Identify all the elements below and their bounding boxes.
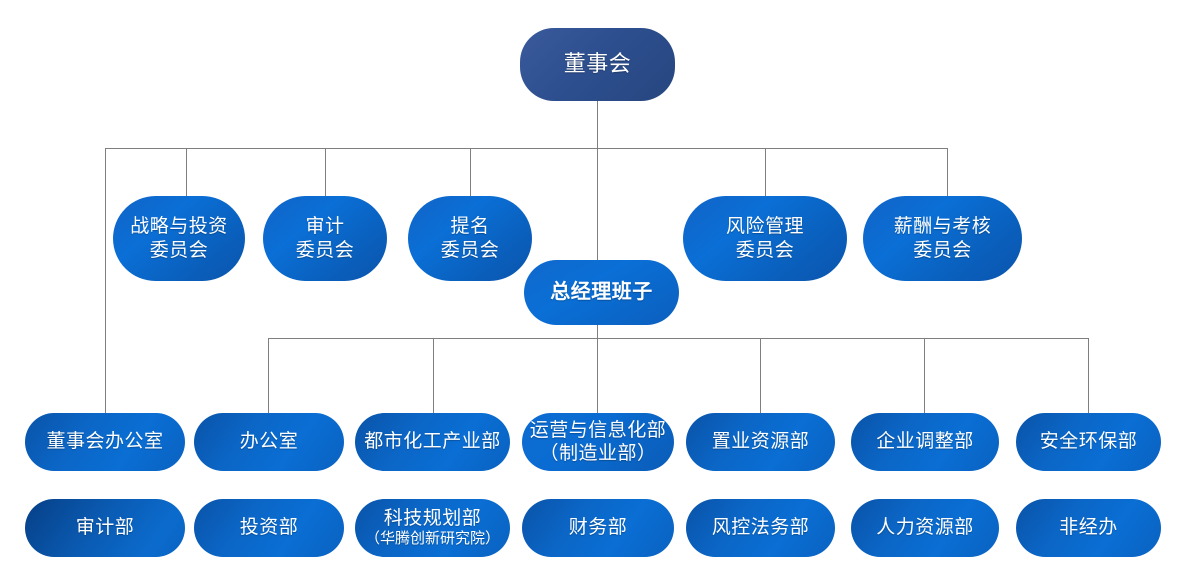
node-risk-management-committee[interactable]: 风险管理 委员会: [683, 196, 847, 281]
node-board-of-directors[interactable]: 董事会: [520, 28, 675, 101]
node-label-line1: 财务部: [568, 517, 628, 539]
node-label-line2: 委员会: [913, 239, 972, 261]
connector-bus-to-board-office: [105, 148, 106, 413]
node-operations-informatization-dept[interactable]: 运营与信息化部 （制造业部）: [522, 413, 674, 471]
connector-board-to-bus: [597, 100, 598, 148]
node-investment-dept[interactable]: 投资部: [194, 499, 344, 557]
node-board-office[interactable]: 董事会办公室: [25, 413, 185, 471]
node-risk-control-legal-dept[interactable]: 风控法务部: [686, 499, 835, 557]
node-label-line1: 置业资源部: [711, 431, 810, 453]
node-label-line1: 审计: [305, 216, 345, 238]
node-human-resources-dept[interactable]: 人力资源部: [851, 499, 999, 557]
connector-bus-to-department-3: [597, 338, 598, 413]
node-label-line1: 运营与信息化部: [529, 419, 667, 441]
node-nomination-committee[interactable]: 提名 委员会: [408, 196, 532, 281]
node-label-line2: （制造业部）: [539, 443, 657, 464]
node-label-line2: 委员会: [149, 239, 209, 261]
connector-bus-to-committee-3: [470, 148, 471, 196]
node-label-line2: （华腾创新研究院）: [364, 531, 500, 548]
connector-bus-to-committee-4: [765, 148, 766, 196]
connector-bus-to-general-manager: [597, 148, 598, 260]
node-label-line2: 委员会: [440, 239, 500, 261]
connector-bus-to-department-4: [760, 338, 761, 413]
node-office[interactable]: 办公室: [194, 413, 344, 471]
node-label-line2: 委员会: [735, 239, 795, 261]
node-label-line1: 投资部: [239, 517, 299, 539]
node-label-line1: 科技规划部: [383, 508, 482, 530]
node-label-line1: 风险管理: [725, 216, 804, 238]
node-label-line1: 都市化工产业部: [364, 431, 501, 453]
node-label-line1: 企业调整部: [876, 431, 974, 453]
connector-bus-to-department-5: [924, 338, 925, 413]
node-label-line1: 薪酬与考核: [893, 216, 992, 238]
node-label-line1: 人力资源部: [876, 517, 974, 539]
connector-bus-to-committee-5: [947, 148, 948, 196]
connector-gm-to-dept-bus: [597, 325, 598, 338]
connector-committee-bus: [105, 148, 948, 149]
node-property-resources-dept[interactable]: 置业资源部: [686, 413, 835, 471]
connector-bus-to-committee-2: [325, 148, 326, 196]
node-label: 董事会: [563, 51, 632, 77]
node-label-line1: 战略与投资: [130, 216, 228, 238]
node-label-line1: 办公室: [239, 431, 299, 453]
connector-bus-to-department-6: [1088, 338, 1089, 413]
node-audit-dept[interactable]: 审计部: [25, 499, 185, 557]
node-safety-environmental-dept[interactable]: 安全环保部: [1016, 413, 1161, 471]
connector-bus-to-committee-1: [186, 148, 187, 196]
node-enterprise-restructuring-dept[interactable]: 企业调整部: [851, 413, 999, 471]
node-label-line1: 风控法务部: [711, 517, 810, 539]
node-label-line1: 董事会办公室: [46, 431, 164, 453]
node-finance-dept[interactable]: 财务部: [522, 499, 674, 557]
node-non-operating-office[interactable]: 非经办: [1016, 499, 1161, 557]
node-urban-chemical-industry-dept[interactable]: 都市化工产业部: [355, 413, 510, 471]
node-label-line1: 提名: [450, 216, 490, 238]
node-label-line2: 委员会: [295, 239, 355, 261]
connector-bus-to-department-2: [433, 338, 434, 413]
node-strategy-investment-committee[interactable]: 战略与投资 委员会: [113, 196, 245, 281]
node-general-manager-team[interactable]: 总经理班子: [524, 260, 679, 325]
node-label-line1: 非经办: [1059, 517, 1118, 539]
node-compensation-appraisal-committee[interactable]: 薪酬与考核 委员会: [863, 196, 1022, 281]
node-audit-committee[interactable]: 审计 委员会: [263, 196, 387, 281]
node-label-line1: 安全环保部: [1039, 431, 1138, 453]
node-technology-planning-dept[interactable]: 科技规划部 （华腾创新研究院）: [355, 499, 510, 557]
node-label: 总经理班子: [550, 281, 653, 304]
connector-department-bus: [268, 338, 1089, 339]
connector-bus-to-department-1: [268, 338, 269, 413]
node-label-line1: 审计部: [75, 517, 135, 539]
